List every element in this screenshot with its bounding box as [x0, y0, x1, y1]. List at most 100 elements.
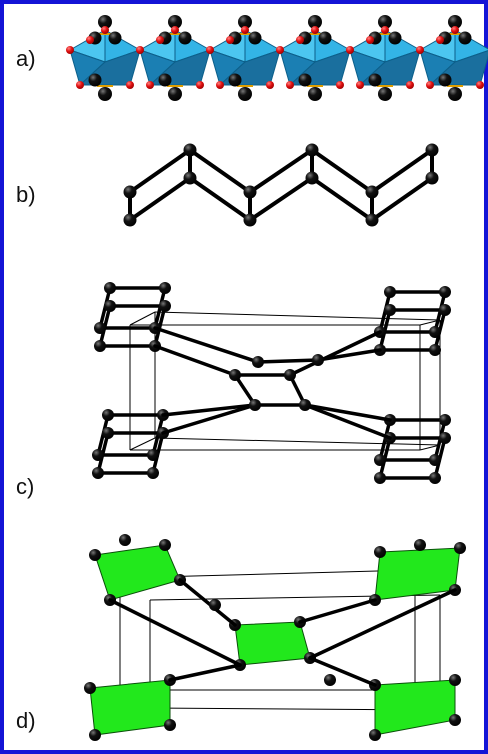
- oxygen-atom: [346, 46, 354, 54]
- oxygen-atom: [356, 81, 364, 89]
- atom: [429, 454, 441, 466]
- carbon-atom: [238, 15, 252, 29]
- atom: [92, 449, 104, 461]
- atom: [414, 539, 426, 551]
- coordination-plane: [94, 544, 181, 601]
- oxygen-atom: [226, 36, 234, 44]
- carbon-atom: [388, 31, 402, 45]
- atom: [84, 682, 96, 694]
- atom: [229, 369, 241, 381]
- panel-b-zigzag-chain: [123, 143, 439, 227]
- atom: [365, 213, 379, 227]
- oxygen-atom: [66, 46, 74, 54]
- panel-a-polyhedral-chain: [66, 15, 488, 101]
- atom: [243, 185, 257, 199]
- oxygen-atom: [241, 26, 249, 34]
- carbon-atom: [308, 15, 322, 29]
- atom: [102, 409, 114, 421]
- unit-cell-edge: [419, 444, 441, 451]
- bond: [256, 358, 320, 364]
- atom: [365, 185, 379, 199]
- atom: [92, 467, 104, 479]
- oxygen-atom: [196, 81, 204, 89]
- atom: [104, 282, 116, 294]
- coordination-plane: [234, 621, 311, 666]
- atom: [299, 399, 311, 411]
- bond: [370, 176, 434, 222]
- carbon-atom: [248, 31, 262, 45]
- bond: [188, 148, 252, 194]
- bond: [308, 588, 457, 660]
- atom: [429, 344, 441, 356]
- oxygen-atom: [156, 36, 164, 44]
- carbon-atom: [378, 87, 392, 101]
- coordination-plane: [89, 679, 171, 736]
- atom: [384, 286, 396, 298]
- atom: [164, 719, 176, 731]
- atom: [94, 340, 106, 352]
- atom: [147, 467, 159, 479]
- oxygen-atom: [286, 81, 294, 89]
- atom: [369, 729, 381, 741]
- atom: [429, 326, 441, 338]
- atom: [89, 729, 101, 741]
- coordination-plane: [374, 679, 456, 736]
- oxygen-atom: [311, 26, 319, 34]
- unit-cell-edge: [129, 311, 156, 326]
- atom: [429, 472, 441, 484]
- bond: [153, 326, 260, 364]
- atom: [284, 369, 296, 381]
- atom: [305, 143, 319, 157]
- atom: [305, 171, 319, 185]
- atom: [425, 171, 439, 185]
- atom: [159, 539, 171, 551]
- bond: [168, 663, 242, 682]
- unit-cell-edge: [154, 437, 441, 446]
- oxygen-atom: [476, 81, 484, 89]
- bond: [178, 578, 237, 627]
- carbon-atom: [308, 87, 322, 101]
- bond: [188, 176, 252, 222]
- carbon-atom: [168, 87, 182, 101]
- atom: [183, 171, 197, 185]
- carbon-atom: [318, 31, 332, 45]
- atom: [209, 599, 221, 611]
- carbon-atom: [448, 87, 462, 101]
- panel-label-a: a): [16, 46, 36, 71]
- oxygen-atom: [436, 36, 444, 44]
- atom: [384, 304, 396, 316]
- atom: [183, 143, 197, 157]
- oxygen-atom: [171, 26, 179, 34]
- bond: [128, 148, 192, 194]
- bond: [233, 373, 257, 407]
- carbon-atom: [108, 31, 122, 45]
- bond: [303, 403, 392, 422]
- atom: [123, 213, 137, 227]
- bond: [303, 403, 392, 440]
- oxygen-atom: [216, 81, 224, 89]
- oxygen-atom: [416, 46, 424, 54]
- oxygen-atom: [146, 81, 154, 89]
- bond: [153, 344, 237, 377]
- oxygen-atom: [86, 36, 94, 44]
- carbon-atom: [378, 15, 392, 29]
- atom: [89, 549, 101, 561]
- atom: [104, 300, 116, 312]
- panel-c-ball-stick-network: [92, 282, 451, 484]
- atom: [425, 143, 439, 157]
- bond: [128, 176, 192, 222]
- oxygen-atom: [406, 81, 414, 89]
- atom: [102, 427, 114, 439]
- bond: [248, 148, 314, 194]
- oxygen-atom: [101, 26, 109, 34]
- panel-label-c: c): [16, 474, 35, 499]
- oxygen-atom: [276, 46, 284, 54]
- atom: [123, 185, 137, 199]
- panel-label-d: d): [16, 708, 36, 733]
- oxygen-atom: [206, 46, 214, 54]
- atom: [449, 674, 461, 686]
- atom: [374, 546, 386, 558]
- atom: [439, 304, 451, 316]
- carbon-atom: [178, 31, 192, 45]
